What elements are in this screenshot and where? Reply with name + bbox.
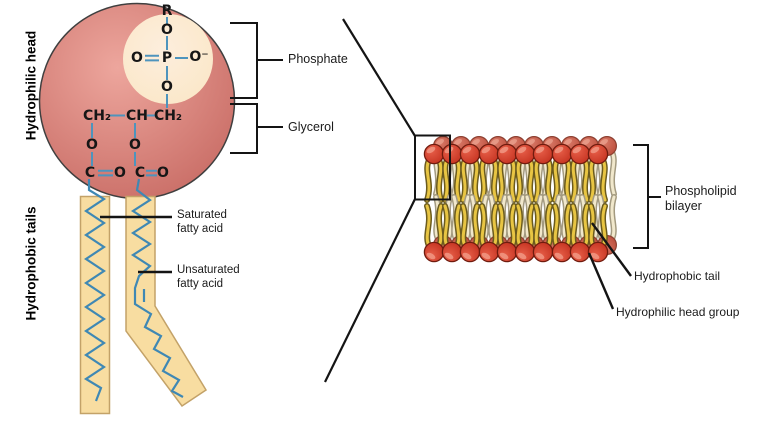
glycerol-bracket	[230, 103, 258, 154]
fatty-acid-tail-bands	[79, 195, 208, 415]
glycerol-ch2-left: CH₂	[82, 108, 112, 124]
label-unsaturated-fatty-acid: Unsaturated fatty acid	[177, 264, 240, 290]
ester-o-left: O	[86, 137, 98, 153]
phosphate-group-circle	[123, 14, 213, 104]
zoom-connector-lines	[324, 18, 416, 383]
label-glycerol: Glycerol	[288, 120, 334, 134]
atom-o-top: O	[161, 22, 173, 38]
hydrophobic-tail-pointer	[591, 222, 632, 277]
side-label-hydrophilic-head: Hydrophilic head	[23, 30, 39, 141]
atom-p: P	[161, 50, 173, 66]
zoom-line-bottom	[324, 198, 416, 383]
zoom-box	[414, 134, 451, 201]
carbonyl-o-right: O	[157, 165, 169, 181]
label-phosphate: Phosphate	[288, 52, 348, 66]
hydrophilic-head-pointer	[587, 252, 615, 310]
right-callout-lines	[587, 144, 661, 310]
glycerol-ch: CH	[126, 108, 148, 124]
unsaturated-tail-band	[125, 195, 208, 408]
atom-o-left-of-p: O	[131, 50, 143, 66]
atom-r: R	[161, 3, 173, 19]
atom-o-minus: O⁻	[189, 49, 209, 65]
label-hydrophobic-tail: Hydrophobic tail	[634, 269, 721, 283]
carbonyl-c-right: C	[134, 165, 146, 181]
phospholipid-bilayer	[424, 137, 616, 262]
carbonyl-c-left: C	[84, 165, 96, 181]
hydrocarbon-zigzags	[83, 178, 184, 402]
side-label-hydrophobic-tails: Hydrophobic tails	[23, 206, 39, 321]
ester-o-right: O	[129, 137, 141, 153]
glycerol-ch2-right: CH₂	[153, 108, 183, 124]
saturated-tail-band	[79, 195, 111, 415]
zoom-line-top	[342, 18, 416, 137]
label-hydrophilic-head-group: Hydrophilic head group	[616, 305, 740, 319]
label-saturated-fatty-acid: Saturated fatty acid	[177, 209, 227, 235]
carbonyl-o-left: O	[114, 165, 126, 181]
label-phospholipid-bilayer: Phospholipid bilayer	[665, 184, 737, 213]
atom-o-below-p: O	[161, 79, 173, 95]
unsaturated-chain-zigzag	[130, 178, 184, 398]
bond-lines	[91, 17, 188, 177]
left-callout-lines	[100, 22, 283, 274]
saturated-chain-zigzag	[83, 179, 107, 402]
bilayer-bracket	[633, 144, 649, 249]
